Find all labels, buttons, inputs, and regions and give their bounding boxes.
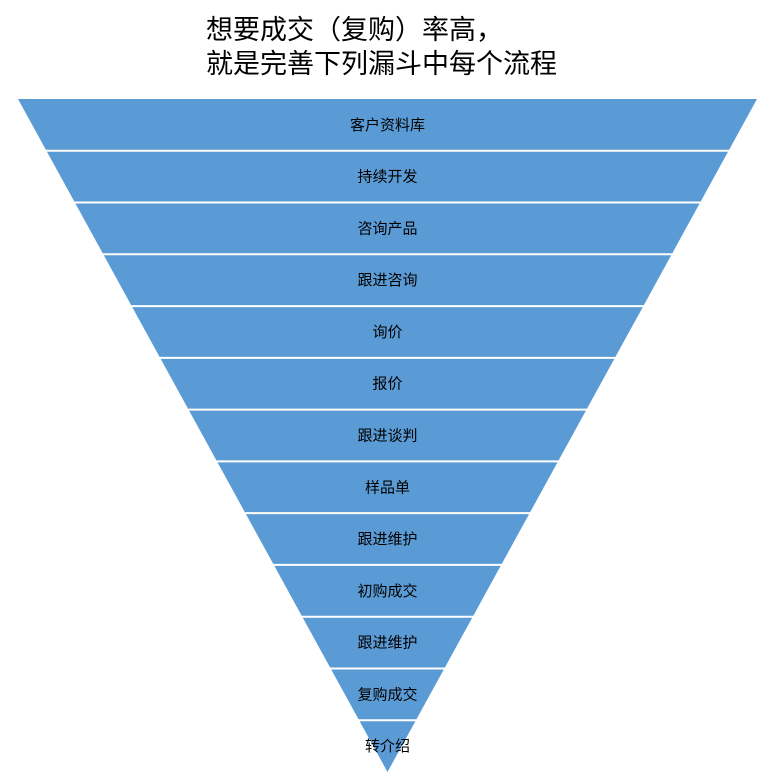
- funnel-stage-label: 持续开发: [357, 168, 417, 186]
- funnel-stage: [245, 514, 530, 564]
- funnel-stage: [46, 151, 729, 202]
- funnel-stage: [18, 99, 757, 150]
- funnel-stage-label: 询价: [372, 323, 402, 341]
- funnel-stage: [274, 565, 501, 616]
- funnel-stage-label: 样品单: [365, 478, 410, 496]
- funnel-stage: [132, 307, 643, 357]
- funnel-stage-label: 跟进谈判: [357, 427, 417, 445]
- funnel-stage-label: 跟进咨询: [357, 271, 417, 289]
- funnel-stage: [331, 669, 444, 720]
- funnel-stage-label: 咨询产品: [357, 219, 417, 237]
- funnel-stage-label: 跟进维护: [357, 634, 417, 652]
- funnel-stage: [189, 410, 586, 461]
- funnel-stage-label: 复购成交: [357, 685, 417, 703]
- funnel-stage-label: 跟进维护: [357, 530, 417, 548]
- diagram-title: 想要成交（复购）率高， 就是完善下列漏斗中每个流程: [206, 14, 557, 82]
- funnel-stage-label: 报价: [372, 375, 402, 393]
- funnel-stage-label: 客户资料库: [350, 116, 425, 134]
- title-line-1: 想要成交（复购）率高，: [206, 15, 503, 46]
- funnel-stage: [75, 203, 700, 254]
- funnel-stage-label: 转介绍: [365, 737, 410, 755]
- funnel-stage: [359, 721, 416, 772]
- title-line-2: 就是完善下列漏斗中每个流程: [206, 49, 557, 80]
- funnel-stage: [160, 358, 615, 409]
- funnel-stage: [103, 255, 672, 306]
- funnel-stage: [217, 462, 558, 513]
- funnel-stage-label: 初购成交: [357, 582, 417, 600]
- funnel-stage: [302, 617, 473, 668]
